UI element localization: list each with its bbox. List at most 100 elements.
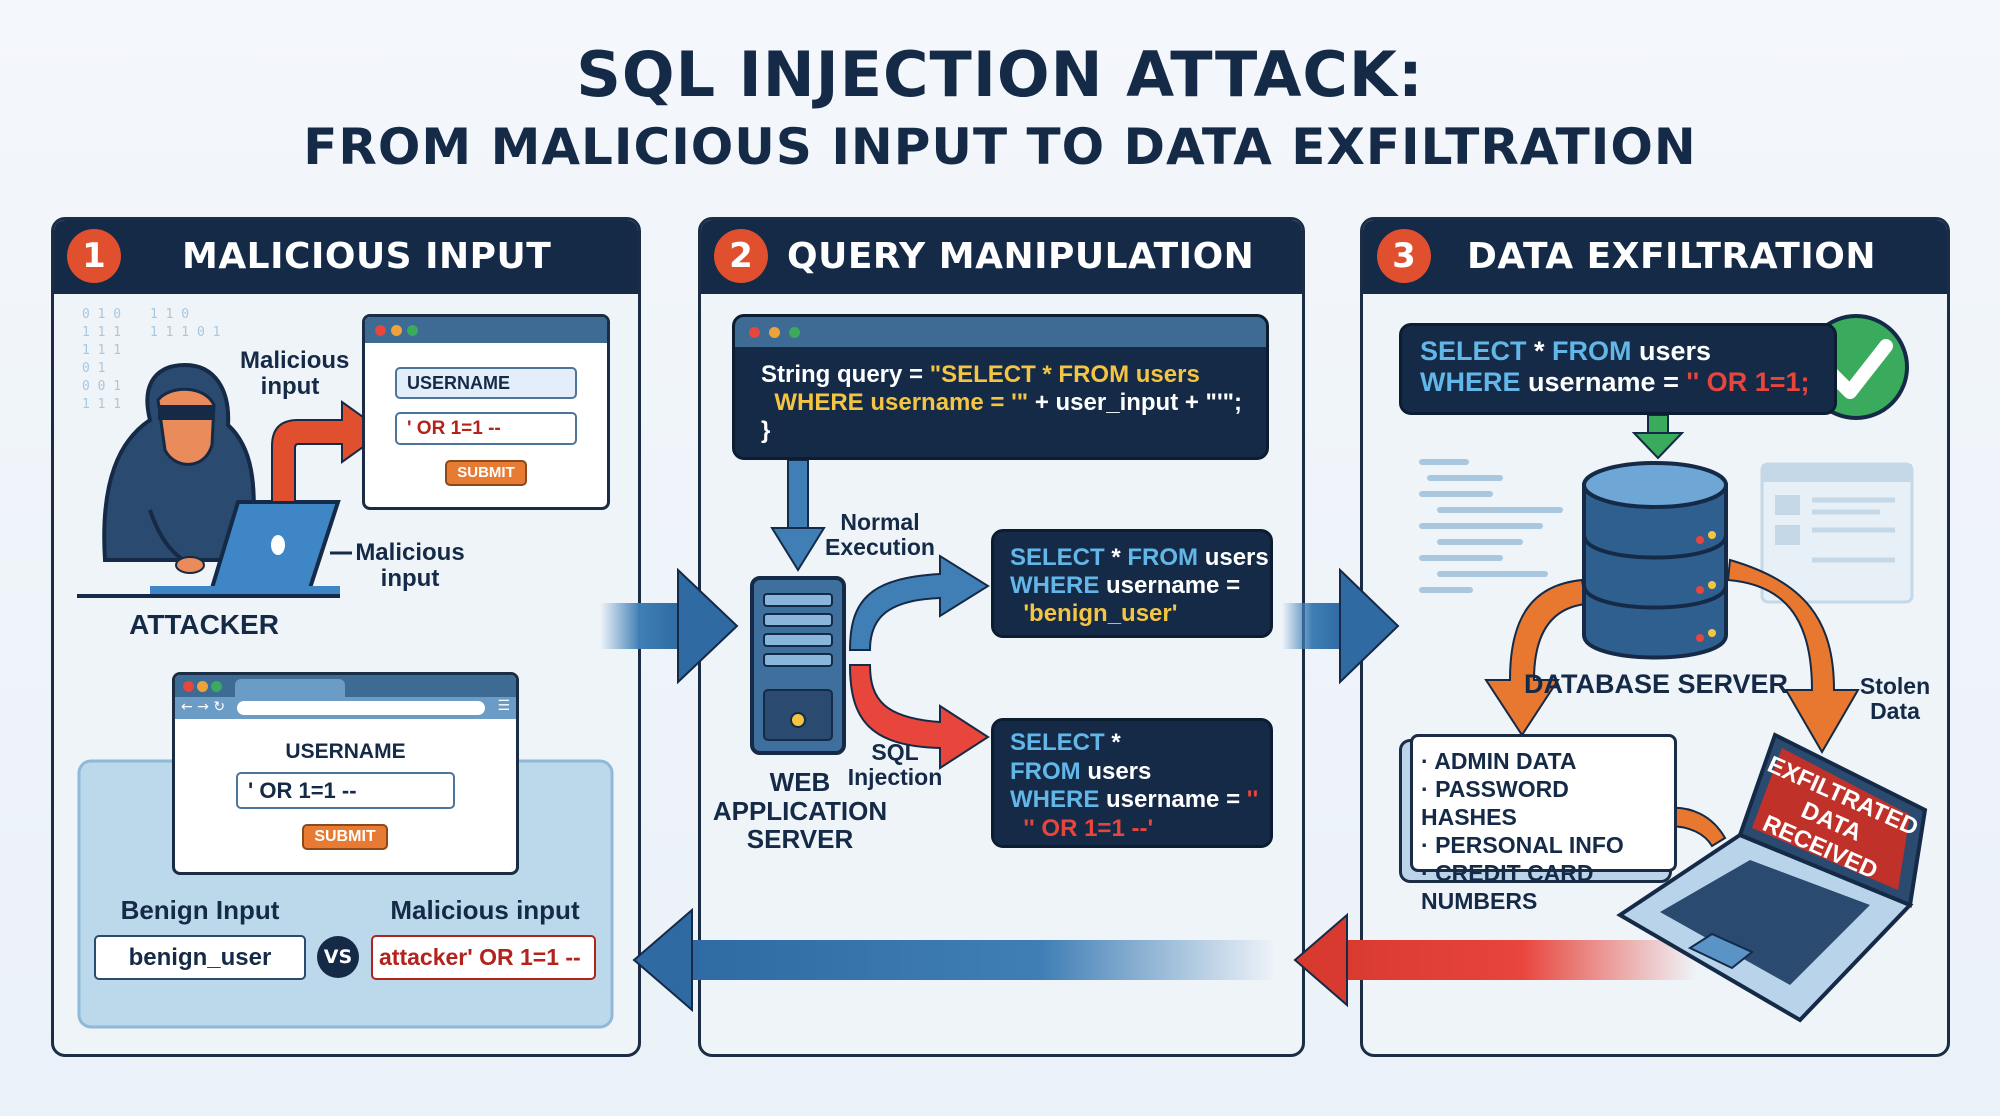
code-line: SELECT * FROM users [1010,544,1270,572]
code-token: * [1104,729,1121,756]
malicious-input-laptop-label: Malicious input [355,539,465,593]
malicious-value-field: attacker' OR 1=1 -- [371,935,596,980]
svg-text:1 1 0: 1 1 0 [150,307,189,322]
browser-submit-button[interactable]: SUBMIT [302,824,388,850]
benign-input-label: Benign Input [120,895,280,925]
panel-header: 1 MALICIOUS INPUT [54,220,638,294]
submit-button[interactable]: SUBMIT [445,460,527,486]
browser-tab[interactable] [235,679,345,697]
benign-value-field: benign_user [94,935,306,980]
username-field[interactable]: USERNAME [395,367,577,399]
code-token: WHERE username = '" [761,389,1029,416]
svg-text:1 1 1: 1 1 1 [82,397,121,412]
menu-icon[interactable]: ☰ [497,698,510,714]
code-token: '' [1246,786,1259,813]
list-item: · ADMIN DATA [1421,748,1577,774]
panel-title: QUERY MANIPULATION [787,236,1255,277]
step-number: 2 [714,229,768,283]
stolen-data-label: Stolen Data [1859,673,1931,725]
malicious-input-label: Malicious input [390,895,580,925]
code-token: SELECT [1420,336,1527,366]
laptop-icon [77,500,352,598]
malicious-input-field[interactable]: ' OR 1=1 -- [395,412,577,445]
sql-injection-label: SQL Injection [847,739,943,791]
list-item-text: PASSWORD HASHES [1421,776,1569,830]
username-label: USERNAME [285,740,406,763]
code-token: users [1080,757,1152,785]
back-forward-reload-icon[interactable]: ← → ↻ [181,699,226,715]
code-line: '' OR 1=1 --' [1010,815,1270,844]
left-arrow-icon [632,907,1276,1013]
database-icon [1582,461,1728,660]
window-titlebar [365,317,607,343]
title-line-2: FROM MALICIOUS INPUT TO DATA EXFILTRATIO… [303,118,1697,176]
malicious-input-arrow-label: Malicious input [240,347,350,401]
list-item-text: PERSONAL INFO [1435,832,1624,858]
svg-text:0 0 1: 0 0 1 [82,379,121,394]
down-arrow-icon [770,459,826,572]
code-token: SELECT [1010,729,1105,756]
left-arrow-icon-red [1293,912,1697,1008]
step-number: 1 [67,229,121,283]
attacker-label: ATTACKER [129,609,279,640]
code-token: String query = [761,361,930,388]
normal-execution-label: Normal Execution [825,509,935,561]
code-token: FROM [1552,336,1632,366]
server-icon [750,576,846,755]
code-line: FROM users [1010,758,1270,787]
vulnerable-code-window: String query = "SELECT * FROM users WHER… [732,314,1269,460]
browser-tabbar [175,675,516,697]
normal-execution-arrow-icon [848,554,990,651]
code-token: WHERE [1010,572,1100,599]
close-dot-icon [183,681,194,692]
title-line-1: SQL INJECTION ATTACK: [576,38,1424,111]
panel-title: MALICIOUS INPUT [182,236,552,277]
code-token: 'benign_user' [1010,600,1178,627]
list-item-text: ADMIN DATA [1434,748,1577,774]
sql-injection-arrow-icon [848,664,990,770]
code-token: '' OR 1=1; [1686,367,1810,397]
right-arrow-icon [1282,567,1400,685]
window-decoration [1760,462,1914,604]
code-token: users [1631,336,1712,366]
code-token: * [1526,336,1553,366]
svg-text:1 1 1: 1 1 1 [82,325,121,340]
code-token: SELECT [1010,544,1105,571]
browser-navbar: ← → ↻ ☰ [175,697,516,719]
panel-title: DATA EXFILTRATION [1467,236,1876,277]
maximize-dot-icon [211,681,222,692]
code-token: username = [1099,572,1241,599]
maximize-dot-icon [407,325,418,336]
code-token: WHERE [1420,367,1521,397]
vs-badge: VS [317,936,359,978]
code-line: } [761,417,1266,445]
minimize-dot-icon [391,325,402,336]
close-dot-icon [749,327,760,338]
hooded-hacker-icon [102,362,256,574]
code-line: SELECT * [1010,729,1270,758]
svg-text:1 1 1: 1 1 1 [82,343,121,358]
code-token: "SELECT * FROM users [929,361,1200,388]
window-titlebar [735,317,1266,347]
code-line: WHERE username = '' [1010,786,1270,815]
code-token: FROM [1010,757,1081,785]
panel-header: 2 QUERY MANIPULATION [701,220,1302,294]
list-item: · PERSONAL INFO [1421,832,1624,858]
code-token: users [1198,544,1269,571]
list-item-text: CREDIT CARD NUMBERS [1421,860,1594,914]
code-body: String query = "SELECT * FROM users WHER… [735,347,1266,445]
svg-text:0 1: 0 1 [82,361,105,376]
browser-input-field[interactable]: ' OR 1=1 -- [236,772,455,809]
database-server-label: DATABASE SERVER [1523,669,1789,699]
minimize-dot-icon [197,681,208,692]
code-lines-decoration [1419,459,1563,593]
address-bar[interactable] [237,701,485,715]
code-line: 'benign_user' [1010,600,1270,628]
binary-code-icon: 1 1 0 1 1 1 0 1 0 1 0 1 1 1 1 1 1 0 1 0 … [82,307,220,412]
close-dot-icon [375,325,386,336]
panel-header: 3 DATA EXFILTRATION [1363,220,1947,294]
stolen-data-list: · ADMIN DATA · PASSWORD HASHES · PERSONA… [1410,734,1677,914]
